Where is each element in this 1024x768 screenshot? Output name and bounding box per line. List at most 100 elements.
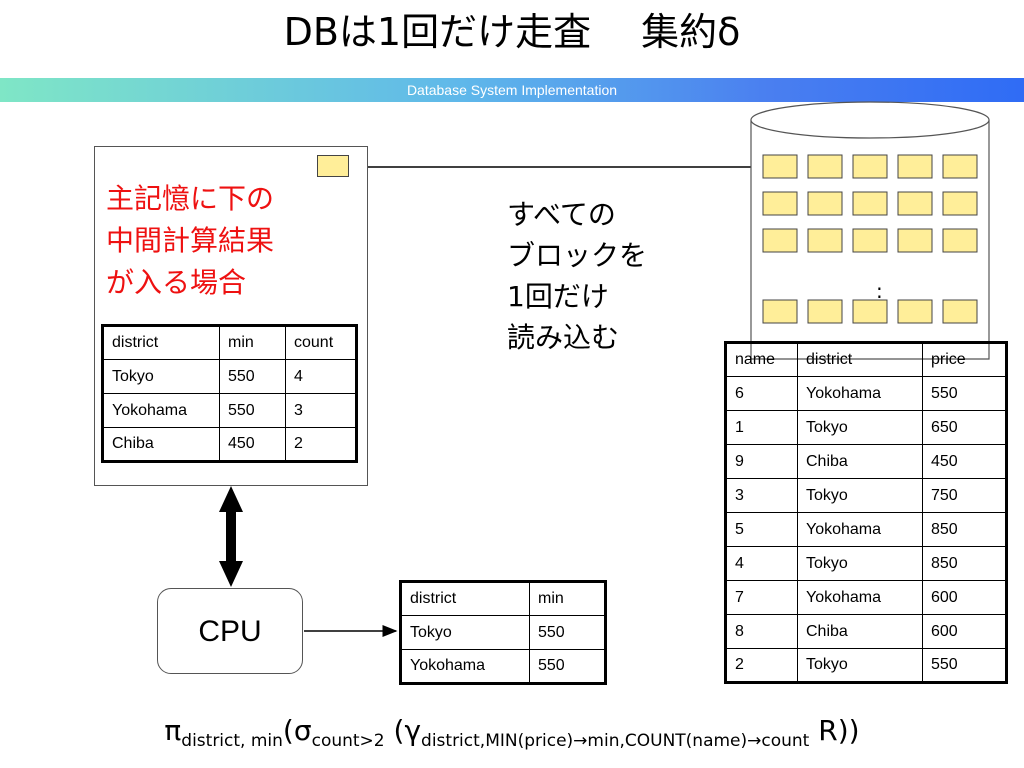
formula-tail: R)) <box>809 714 860 747</box>
note-line: すべての <box>507 198 616 231</box>
table-cell: 7 <box>725 580 798 615</box>
table-cell: 2 <box>285 427 357 462</box>
table-cell: 5 <box>725 512 798 547</box>
table-header-row: district min <box>400 581 606 616</box>
table-cell: Chiba <box>102 427 220 462</box>
memory-block <box>317 155 349 177</box>
gamma-symbol: (γ <box>384 714 422 747</box>
table-cell: Tokyo <box>797 648 923 683</box>
disk-block <box>897 299 933 324</box>
table-cell: 650 <box>922 410 1007 445</box>
disk-block <box>807 191 843 216</box>
header-cell: min <box>529 581 606 616</box>
table-cell: 550 <box>219 393 286 428</box>
disk-block <box>942 191 978 216</box>
table-cell: 4 <box>725 546 798 581</box>
table-cell: 4 <box>285 359 357 394</box>
table-cell: 450 <box>922 444 1007 479</box>
note-line: ブロックを <box>507 239 648 272</box>
table-cell: 600 <box>922 580 1007 615</box>
table-cell: 550 <box>529 615 606 650</box>
table-cell: 450 <box>219 427 286 462</box>
sigma-subscript: count>2 <box>311 731 385 751</box>
table-row: Tokyo 550 <box>400 615 606 650</box>
note-line: 読み込む <box>507 321 620 354</box>
disk-block <box>852 191 888 216</box>
header-cell: min <box>219 325 286 360</box>
memory-label-line: が入る場合 <box>106 266 247 299</box>
read-once-note: すべての ブロックを 1回だけ 読み込む <box>507 194 667 358</box>
banner-text: Database System Implementation <box>406 82 618 98</box>
disk-block <box>942 154 978 179</box>
disk-block <box>807 228 843 253</box>
disk-block <box>807 154 843 179</box>
disk-blocks <box>762 154 978 324</box>
table-cell: Tokyo <box>102 359 220 394</box>
table-cell: 3 <box>725 478 798 513</box>
table-cell: 3 <box>285 393 357 428</box>
sigma-symbol: (σ <box>282 714 312 747</box>
table-cell: Yokohama <box>797 376 923 411</box>
header-cell: district <box>102 325 220 360</box>
disk-block <box>762 299 798 324</box>
memory-label-line: 主記憶に下の <box>106 182 275 215</box>
table-header-row: name district price <box>725 342 1007 377</box>
disk-block <box>942 299 978 324</box>
table-cell: Yokohama <box>797 512 923 547</box>
table-cell: Tokyo <box>400 615 530 650</box>
disk-block <box>762 191 798 216</box>
table-cell: 8 <box>725 614 798 649</box>
memory-label-line: 中間計算結果 <box>106 224 275 257</box>
slide-title: DBは1回だけ走査 集約δ <box>283 10 741 54</box>
table-cell: 850 <box>922 546 1007 581</box>
gamma-subscript: district,MIN(price)→min,COUNT(name)→coun… <box>421 731 810 751</box>
disk-block <box>897 191 933 216</box>
disk-block <box>762 154 798 179</box>
table-cell: 600 <box>922 614 1007 649</box>
table-cell: 550 <box>529 649 606 684</box>
table-cell: 2 <box>725 648 798 683</box>
disk-block <box>762 228 798 253</box>
result-table: district min Tokyo 550 Yokohama 550 <box>399 580 607 685</box>
cpu-box: CPU <box>157 588 303 674</box>
table-row: Tokyo 550 4 <box>102 359 357 394</box>
memory-label: 主記憶に下の 中間計算結果 が入る場合 <box>106 178 326 304</box>
disk-block <box>852 154 888 179</box>
note-line: 1回だけ <box>507 280 609 313</box>
table-cell: Chiba <box>797 444 923 479</box>
table-cell: 9 <box>725 444 798 479</box>
table-cell: Tokyo <box>797 546 923 581</box>
database-cylinder: : <box>750 101 990 360</box>
table-cell: 550 <box>922 376 1007 411</box>
disk-block <box>897 154 933 179</box>
ellipsis-mark: : <box>876 279 883 303</box>
table-cell: Chiba <box>797 614 923 649</box>
pi-subscript: district, min <box>181 731 283 751</box>
table-header-row: district min count <box>102 325 357 360</box>
table-cell: 6 <box>725 376 798 411</box>
table-cell: 550 <box>922 648 1007 683</box>
table-row: Yokohama 550 3 <box>102 393 357 428</box>
memory-cpu-double-arrow <box>219 486 243 587</box>
disk-block <box>852 299 888 324</box>
table-cell: 550 <box>219 359 286 394</box>
header-cell: price <box>922 342 1007 377</box>
disk-block <box>807 299 843 324</box>
memory-intermediate-table: district min count Tokyo 550 4 Yokohama … <box>101 324 358 463</box>
header-cell: name <box>725 342 798 377</box>
header-cell: district <box>797 342 923 377</box>
disk-block <box>897 228 933 253</box>
pi-symbol: π <box>164 714 182 747</box>
table-cell: Yokohama <box>400 649 530 684</box>
